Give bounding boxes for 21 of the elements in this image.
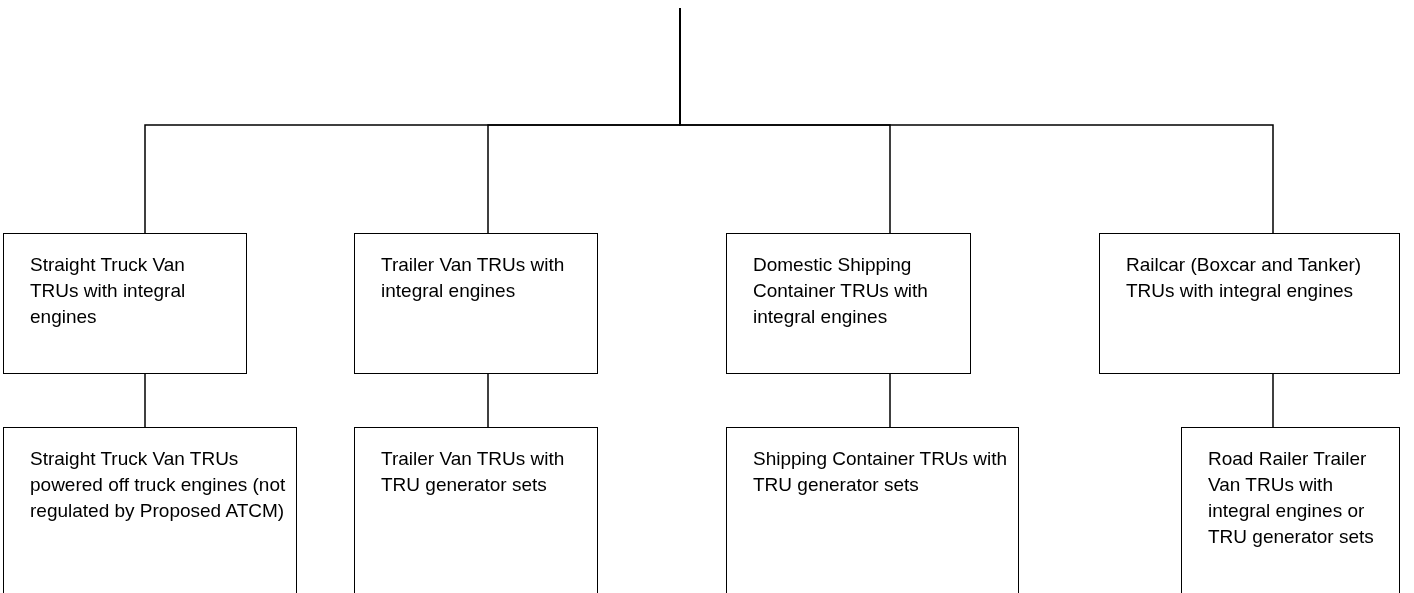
category-box <box>3 427 297 593</box>
box-label: Shipping Container TRUs with TRU generator sets <box>753 447 1008 497</box>
box-label: Domestic Shipping Container TRUs with integral engines <box>753 253 929 329</box>
connector-line <box>1272 373 1274 428</box>
category-box <box>1099 233 1400 374</box>
category-box <box>1181 427 1400 593</box>
box-label: Road Railer Trailer Van TRUs with integral engines or TRU generator sets <box>1208 447 1375 549</box>
category-box <box>726 427 1019 593</box>
category-box <box>354 427 598 593</box>
connector-line <box>144 373 146 428</box>
category-box <box>726 233 971 374</box>
box-label: Trailer Van TRUs with TRU generator sets <box>381 447 566 497</box>
category-box <box>354 233 598 374</box>
box-label: Straight Truck Van TRUs powered off truck engines (not regulated by Proposed ATCM) <box>30 447 286 523</box>
box-label: Straight Truck Van TRUs with integral engines <box>30 253 187 329</box>
connector-line <box>679 7 1274 234</box>
category-box <box>3 233 247 374</box>
box-label: Railcar (Boxcar and Tanker) TRUs with integral engines <box>1126 253 1363 303</box>
connector-line <box>889 373 891 428</box>
box-label: Trailer Van TRUs with integral engines <box>381 253 566 303</box>
connector-line <box>487 373 489 428</box>
